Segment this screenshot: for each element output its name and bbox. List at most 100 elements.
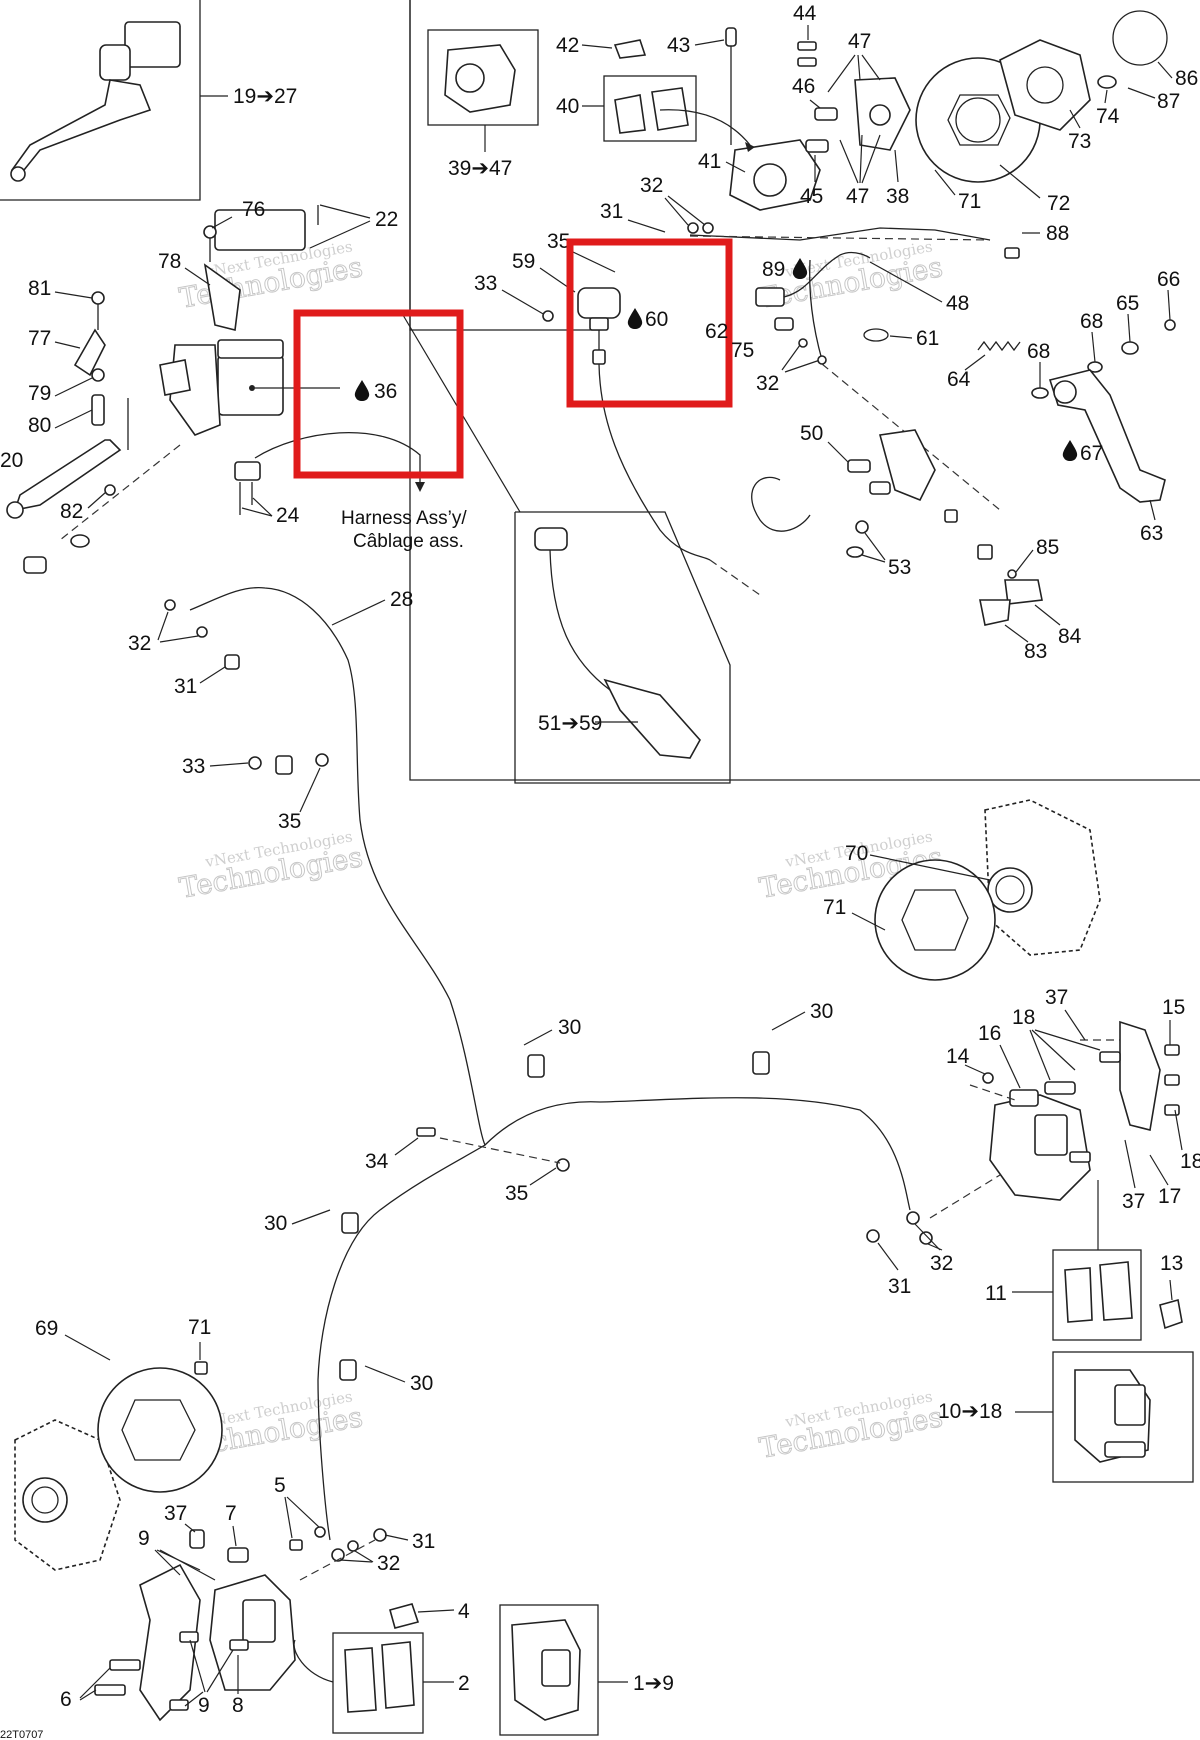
part-label: 30 (264, 1212, 287, 1235)
part-label: 78 (158, 250, 181, 273)
part-label: 7 (225, 1502, 237, 1525)
part-label: 32 (377, 1552, 400, 1575)
part-label: 89 (762, 258, 785, 281)
part-label: 30 (810, 1000, 833, 1023)
part-label: 71 (188, 1316, 211, 1339)
hand-lever-inset: 19➔27 (10, 21, 297, 182)
part-label: 41 (698, 150, 721, 173)
master-cylinder-assembly: 76 22 78 81 77 79 80 20 82 36 24 Harness… (0, 198, 467, 574)
part-label: 46 (792, 75, 815, 98)
part-label: 37 (164, 1502, 187, 1525)
part-label: 70 (845, 842, 868, 865)
part-label: 65 (1116, 292, 1139, 315)
highlight-box (566, 238, 733, 408)
rear-caliper-inset: 39➔47 40 42 43 41 44 47 46 45 (427, 2, 1198, 759)
watermark-group: vNext Technologies Technologies vNext Te… (176, 237, 945, 1465)
part-label: 87 (1157, 90, 1180, 113)
fluid-drop-icon (627, 308, 643, 329)
part-label: 13 (1160, 1252, 1183, 1275)
part-label: 31 (412, 1530, 435, 1553)
part-label: 88 (1046, 222, 1069, 245)
harness-note: Câblage ass. (353, 531, 464, 552)
part-label: 6 (60, 1688, 72, 1711)
part-label: 71 (823, 896, 846, 919)
part-label: 68 (1080, 310, 1103, 333)
part-label: 84 (1058, 625, 1082, 648)
part-label: 31 (174, 675, 197, 698)
part-label: 35 (547, 230, 570, 253)
fluid-drop-icon (1062, 440, 1078, 461)
part-label: 18 (1012, 1006, 1035, 1029)
part-label: 69 (35, 1317, 58, 1340)
drawing-code: 22T0707 (0, 1729, 43, 1740)
part-label: 18 (1180, 1150, 1200, 1173)
part-label: 51➔59 (538, 712, 602, 735)
part-label: 83 (1024, 640, 1047, 663)
part-label: 10➔18 (938, 1400, 1002, 1423)
part-label: 72 (1047, 192, 1070, 215)
highlight-box (293, 309, 464, 479)
part-label: 16 (978, 1022, 1001, 1045)
part-label: 86 (1175, 67, 1198, 90)
part-label: 15 (1162, 996, 1185, 1019)
part-label: 8 (232, 1694, 244, 1717)
part-label: 32 (930, 1252, 953, 1275)
part-label: 62 (705, 320, 728, 343)
part-label: 22 (375, 208, 398, 231)
part-label: 32 (756, 372, 779, 395)
part-label: 68 (1027, 340, 1050, 363)
part-label: 67 (1080, 442, 1103, 465)
part-label: 35 (278, 810, 301, 833)
part-label: 33 (182, 755, 205, 778)
part-label: 42 (556, 34, 579, 57)
part-label: 61 (916, 327, 939, 350)
part-label: 37 (1045, 986, 1068, 1009)
fluid-drop-icon (354, 380, 370, 401)
part-label: 36 (374, 380, 397, 403)
part-label: 53 (888, 556, 911, 579)
part-label: 2 (458, 1672, 470, 1695)
part-label: 34 (365, 1150, 389, 1173)
fluid-drop-icon (792, 258, 808, 279)
part-label: 17 (1158, 1185, 1181, 1208)
part-label: 33 (474, 272, 497, 295)
part-label: 79 (28, 382, 51, 405)
part-label: 35 (505, 1182, 528, 1205)
part-label: 43 (667, 34, 690, 57)
part-label: 59 (512, 250, 535, 273)
part-label: 73 (1068, 130, 1091, 153)
part-label: 31 (888, 1275, 911, 1298)
part-label: 60 (645, 308, 668, 331)
part-label: 77 (28, 327, 51, 350)
right-front-brake: 70 71 14 16 18 37 15 18 37 17 (823, 799, 1200, 1483)
part-label: 47 (846, 185, 869, 208)
part-label: 66 (1157, 268, 1180, 291)
part-label: 63 (1140, 522, 1163, 545)
part-label: 48 (946, 292, 969, 315)
part-label: 76 (242, 198, 265, 221)
part-label: 5 (274, 1474, 286, 1497)
part-label: 31 (600, 200, 623, 223)
part-label: 45 (800, 185, 823, 208)
part-label: 80 (28, 414, 51, 437)
part-label: 74 (1096, 105, 1120, 128)
part-label: 19➔27 (233, 85, 297, 108)
part-label: 47 (848, 30, 871, 53)
part-label: 14 (946, 1045, 970, 1068)
brake-line-assembly: 28 32 31 33 35 30 30 34 35 30 30 (128, 586, 911, 1541)
part-label: 85 (1036, 536, 1059, 559)
part-label: 44 (793, 2, 817, 25)
part-label: 30 (410, 1372, 433, 1395)
part-label: 81 (28, 277, 51, 300)
part-label: 20 (0, 449, 23, 472)
part-label: 37 (1122, 1190, 1145, 1213)
left-front-brake: 69 71 37 7 5 9 31 32 (14, 1316, 674, 1736)
part-label: 4 (458, 1600, 470, 1623)
part-label: 24 (276, 504, 300, 527)
part-label: 9 (198, 1694, 210, 1717)
part-label: 28 (390, 588, 413, 611)
part-label: 39➔47 (448, 157, 512, 180)
part-label: 11 (985, 1282, 1007, 1305)
